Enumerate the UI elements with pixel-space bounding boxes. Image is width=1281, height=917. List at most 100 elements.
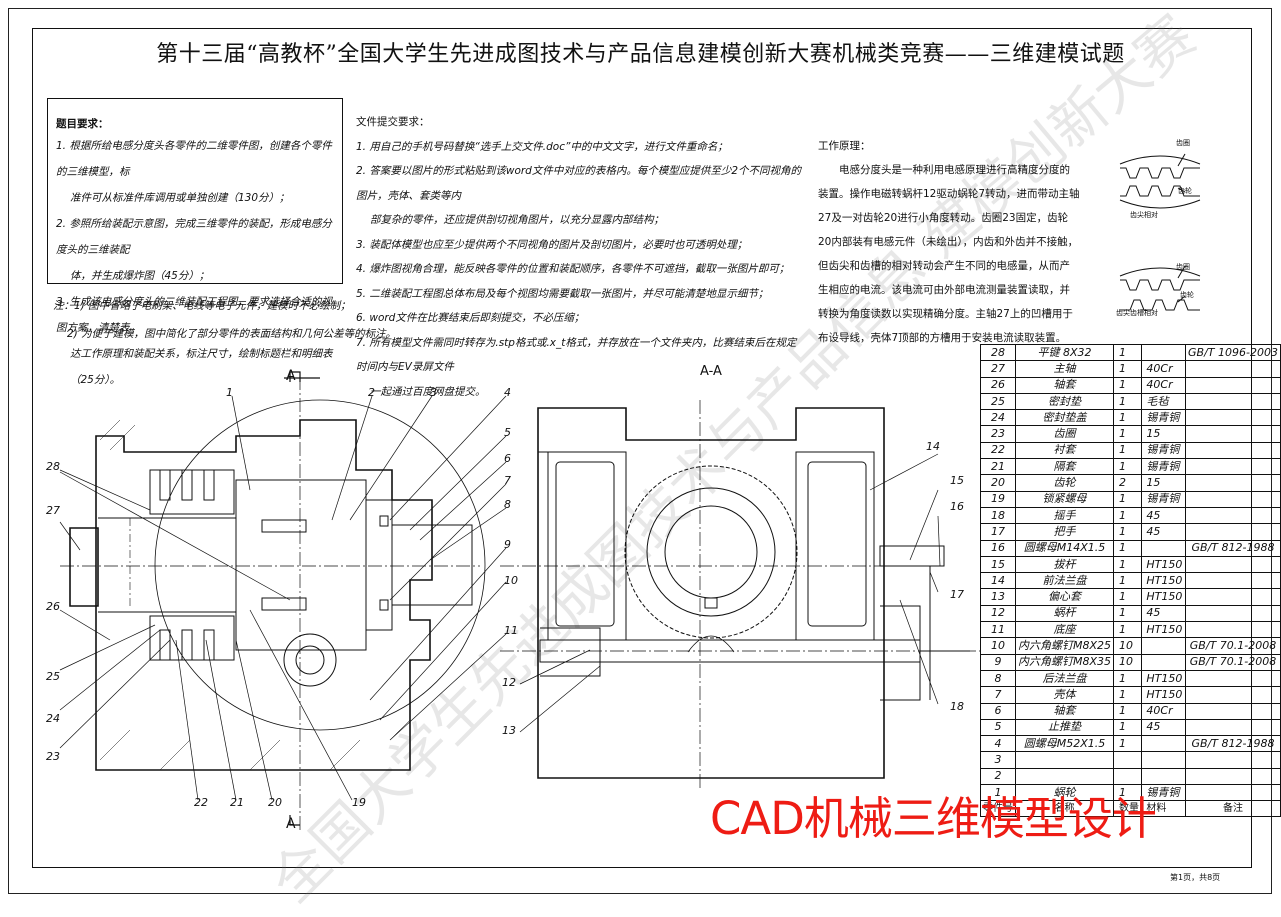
bom-cell-std: [1185, 555, 1281, 574]
bom-cell-name: 圆螺母M14X1.5: [1014, 539, 1115, 557]
bom-cell-no: 21: [980, 458, 1016, 476]
notes: 注：1) 图中省略了电刷架、电线等电子元件，建模时不必绘制； 2) 为便于建模，…: [53, 292, 396, 348]
file-req-line: 一起通过百度网盘提交。: [370, 385, 486, 398]
bom-cell-std: [1185, 474, 1281, 492]
bom-cell-name: 蜗杆: [1014, 604, 1115, 623]
bom-cell-qty: 1: [1113, 360, 1143, 378]
file-requirements: 文件提交要求： 1. 用自己的手机号码替换“选手上交文件.doc”中的中文文字，…: [356, 110, 806, 404]
bom-cell-qty: 1: [1113, 523, 1143, 541]
bom-cell-mat: 45: [1141, 604, 1187, 623]
balloon-11: 11: [504, 624, 518, 637]
balloon-13: 13: [502, 724, 516, 737]
bom-cell-no: 12: [980, 604, 1016, 623]
bom-cell-no: 28: [980, 343, 1016, 362]
bom-cell-name: 密封垫盖: [1014, 409, 1115, 427]
bom-cell-qty: 1: [1113, 425, 1143, 443]
bom-cell-std: [1185, 604, 1281, 623]
file-req-line: 3. 装配体模型也应至少提供两个不同视角的图片及剖切图片，必要时也可透明处理；: [356, 238, 748, 251]
requirements-box: 题目要求： 1. 根据所给电感分度头各零件的二维零件图，创建各个零件的三维模型，…: [47, 98, 343, 386]
bom-cell-mat: 45: [1141, 718, 1187, 737]
bom-cell-no: 6: [980, 702, 1016, 720]
bom-header-std: 备注: [1185, 800, 1281, 818]
bom-cell-mat: HT150: [1141, 669, 1187, 688]
bom-cell-qty: 1: [1113, 784, 1143, 802]
balloon-10: 10: [504, 574, 518, 587]
bom-cell-qty: 1: [1113, 506, 1143, 525]
bom-cell-no: 20: [980, 474, 1016, 492]
page-title: 第十三届“高教杯”全国大学生先进成图技术与产品信息建模创新大赛机械类竞赛——三维…: [156, 42, 1125, 67]
file-req-line: 2. 答案要以图片的形式粘贴到该word文件中对应的表格内。每个模型应提供至少2…: [356, 165, 802, 202]
file-req-line: 5. 二维装配工程图总体布局及每个视图均需要截取一张图片，并尽可能清楚地显示细节…: [356, 287, 769, 300]
balloon-6: 6: [504, 452, 511, 465]
bom-cell-qty: 1: [1113, 376, 1143, 394]
bom-cell-name: 蜗轮: [1014, 784, 1115, 802]
bom-cell-no: 4: [980, 735, 1016, 753]
bom-cell-std: [1185, 718, 1281, 737]
bom-cell-mat: [1141, 539, 1187, 557]
working-principle: 工作原理： 电感分度头是一种利用电感原理进行高精度分度的装置。操作电磁转蜗杆12…: [818, 134, 1080, 350]
bom-cell-qty: 1: [1113, 604, 1143, 623]
tooth-slot-caption: 齿尖齿槽相对: [1116, 309, 1158, 317]
requirement-line: 体，并生成爆炸图（45分）；: [70, 270, 210, 282]
bom-cell-mat: HT150: [1141, 572, 1187, 590]
bom-cell-no: 13: [980, 588, 1016, 606]
note-line: 注：1) 图中省略了电刷架、电线等电子元件，建模时不必绘制；: [53, 300, 351, 312]
bom-cell-no: 27: [980, 360, 1016, 378]
bom-cell-qty: 1: [1113, 343, 1143, 362]
bom-cell-mat: 40Cr: [1141, 702, 1187, 720]
balloon-21: 21: [230, 796, 244, 809]
requirement-line: 3. 生成该电感分度头的二维装配工程图，要求选择合适的视图方案，清楚表: [56, 296, 332, 334]
bom-cell-no: 11: [980, 621, 1016, 639]
bom-cell-std: GB/T 1096-2003: [1185, 343, 1281, 362]
section-mark-top: A: [286, 368, 296, 384]
balloon-28: 28: [46, 460, 60, 473]
bom-cell-name: 把手: [1014, 523, 1115, 541]
gear-ring-label-2: 齿圈: [1176, 263, 1190, 271]
bom-cell-qty: 1: [1113, 555, 1143, 574]
bom-cell-mat: 45: [1141, 523, 1187, 541]
bom-cell-name: 后法兰盘: [1014, 669, 1115, 688]
balloon-1: 1: [226, 386, 233, 399]
file-requirements-heading: 文件提交要求：: [356, 116, 430, 128]
note-line: 2) 为便于建模，图中简化了部分零件的表面结构和几何公差等的标注。: [67, 328, 397, 340]
bom-cell-no: 10: [980, 637, 1016, 655]
bom-cell-std: GB/T 70.1-2008: [1185, 637, 1281, 655]
bom-cell-no: 23: [980, 425, 1016, 443]
section-view-label: A-A: [700, 364, 722, 379]
bom-cell-mat: 40Cr: [1141, 360, 1187, 378]
bom-cell-name: 衬套: [1014, 441, 1115, 460]
bom-cell-std: [1185, 669, 1281, 688]
balloon-20: 20: [268, 796, 282, 809]
file-req-line: 1. 用自己的手机号码替换“选手上交文件.doc”中的中文文字，进行文件重命名；: [356, 140, 728, 153]
bom-cell-mat: 毛毡: [1141, 392, 1187, 411]
balloon-26: 26: [46, 600, 60, 613]
bom-cell-mat: 40Cr: [1141, 376, 1187, 394]
bom-cell-std: [1185, 767, 1281, 786]
bom-cell-std: GB/T 70.1-2008: [1185, 653, 1281, 671]
bom-cell-mat: 45: [1141, 506, 1187, 525]
balloon-17: 17: [950, 588, 964, 601]
bom-cell-mat: HT150: [1141, 555, 1187, 574]
balloon-9: 9: [504, 538, 511, 551]
bom-cell-qty: 1: [1113, 669, 1143, 688]
gear-tooth-illustration: [1119, 153, 1201, 311]
bom-cell-mat: [1141, 751, 1187, 769]
promo-overlay-text: CAD机械三维模型设计: [710, 792, 1157, 845]
bom-cell-no: 26: [980, 376, 1016, 394]
balloon-7: 7: [504, 474, 511, 487]
bom-cell-qty: [1113, 751, 1143, 769]
bom-cell-mat: 锡青铜: [1141, 784, 1187, 802]
bom-cell-std: [1185, 376, 1281, 394]
balloon-18: 18: [950, 700, 964, 713]
